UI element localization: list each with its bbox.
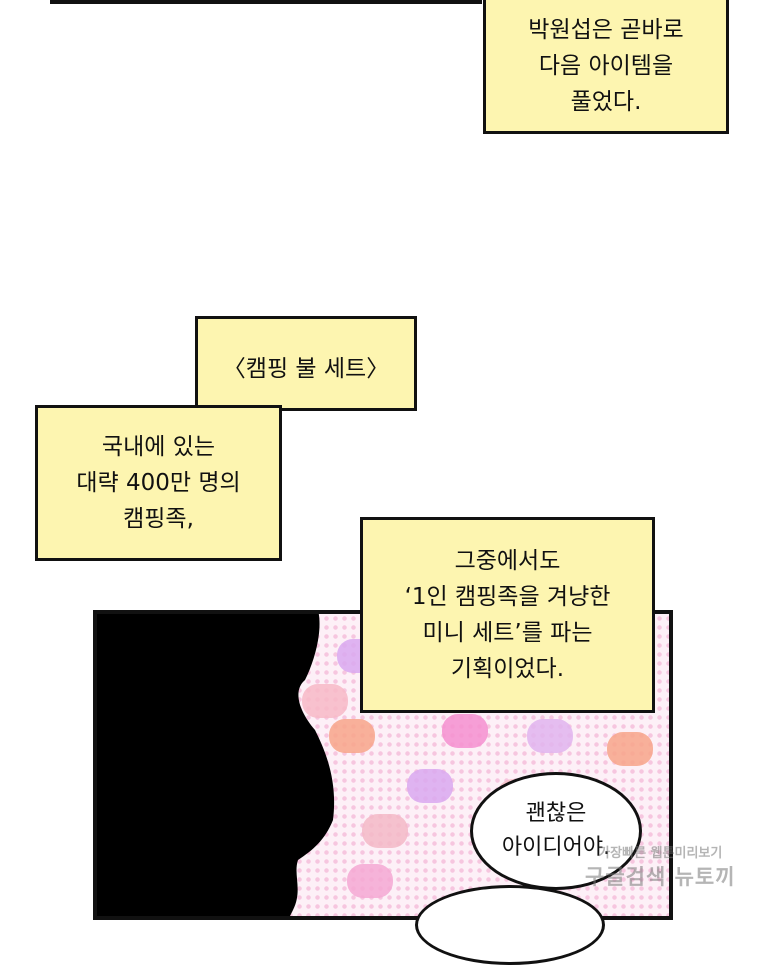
macaron-illustration: [607, 732, 653, 766]
watermark-line-2: 구글검색 뉴토끼: [585, 865, 736, 889]
caption-box-1: 박원섭은 곧바로 다음 아이템을 풀었다.: [483, 0, 729, 134]
macaron-illustration: [527, 719, 573, 753]
watermark-line-1: 가장빠른 웹툰미리보기: [598, 846, 723, 861]
macaron-illustration: [407, 769, 453, 803]
caption-box-2: 국내에 있는 대략 400만 명의 캠핑족,: [35, 405, 282, 561]
character-silhouette: [97, 614, 335, 916]
previous-panel-border: [50, 0, 482, 4]
speech-bubble-partial: [415, 885, 605, 965]
macaron-illustration: [347, 864, 393, 898]
caption-box-title: 〈캠핑 불 세트〉: [195, 316, 417, 411]
caption-box-3: 그중에서도 ‘1인 캠핑족을 겨냥한 미니 세트’를 파는 기획이었다.: [360, 517, 655, 713]
speech-bubble: 괜찮은 아이디어야.: [470, 772, 642, 890]
macaron-illustration: [329, 719, 375, 753]
macaron-illustration: [302, 684, 348, 718]
macaron-illustration: [442, 714, 488, 748]
watermark: 가장빠른 웹툰미리보기 구글검색 뉴토끼: [585, 842, 736, 891]
macaron-illustration: [362, 814, 408, 848]
